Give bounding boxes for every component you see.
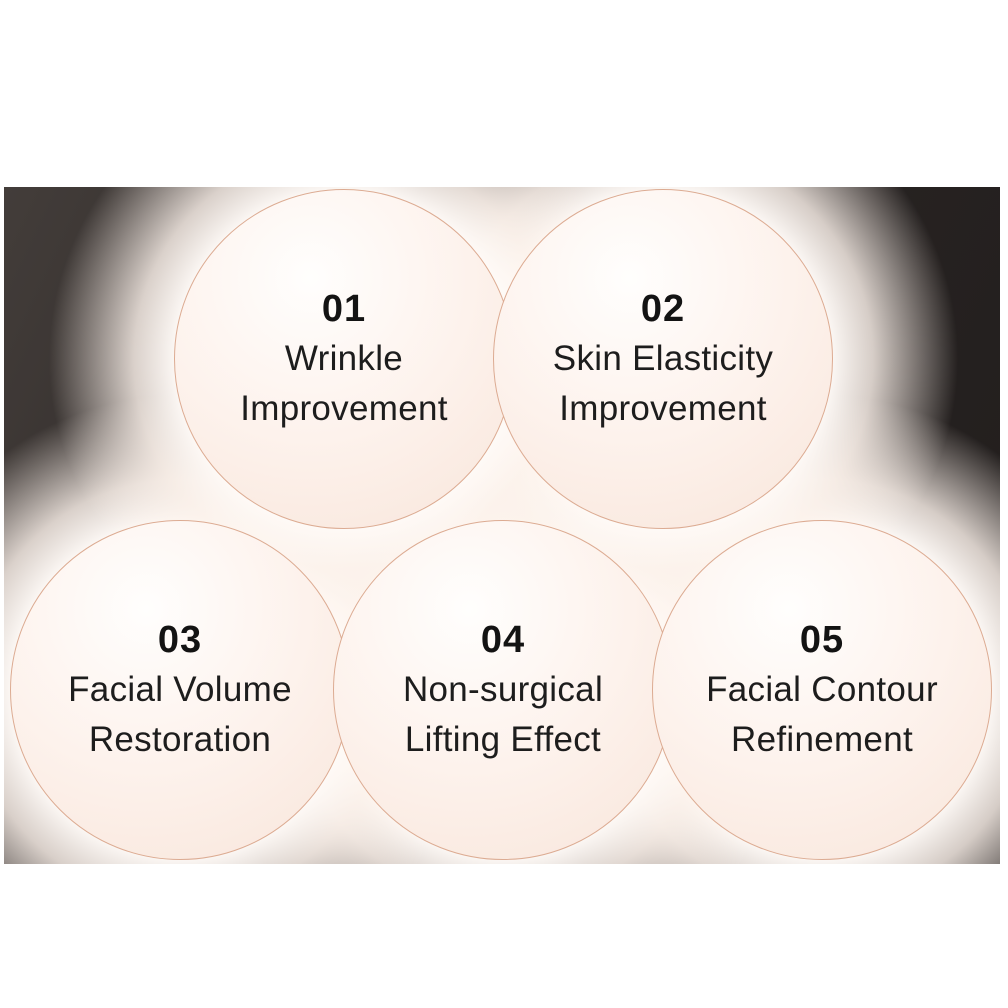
benefit-number: 03 <box>157 619 203 661</box>
benefit-circle-04: 04 Non-surgical Lifting Effect <box>333 520 673 860</box>
benefits-panel: 01 Wrinkle Improvement 02 Skin Elasticit… <box>4 187 1000 864</box>
benefit-number: 02 <box>640 288 686 330</box>
benefit-circle-05: 05 Facial Contour Refinement <box>652 520 992 860</box>
benefit-number: 01 <box>321 288 367 330</box>
benefit-circle-01: 01 Wrinkle Improvement <box>174 189 514 529</box>
benefit-label-line1: Facial Volume <box>68 670 292 709</box>
benefit-label-line1: Non-surgical <box>402 670 604 709</box>
benefit-number: 05 <box>799 619 845 661</box>
benefit-circle-03: 03 Facial Volume Restoration <box>10 520 350 860</box>
benefit-label-line2: Lifting Effect <box>404 720 602 759</box>
benefit-label-line2: Improvement <box>240 389 448 428</box>
benefit-label-line2: Restoration <box>88 720 272 759</box>
benefit-label-line1: Wrinkle <box>284 339 404 378</box>
benefit-label-line2: Refinement <box>731 720 913 759</box>
benefit-label-line2: Improvement <box>559 389 767 428</box>
benefit-circle-02: 02 Skin Elasticity Improvement <box>493 189 833 529</box>
benefit-label-line1: Skin Elasticity <box>552 339 774 378</box>
benefit-label-line1: Facial Contour <box>706 670 938 709</box>
benefit-number: 04 <box>480 619 526 661</box>
